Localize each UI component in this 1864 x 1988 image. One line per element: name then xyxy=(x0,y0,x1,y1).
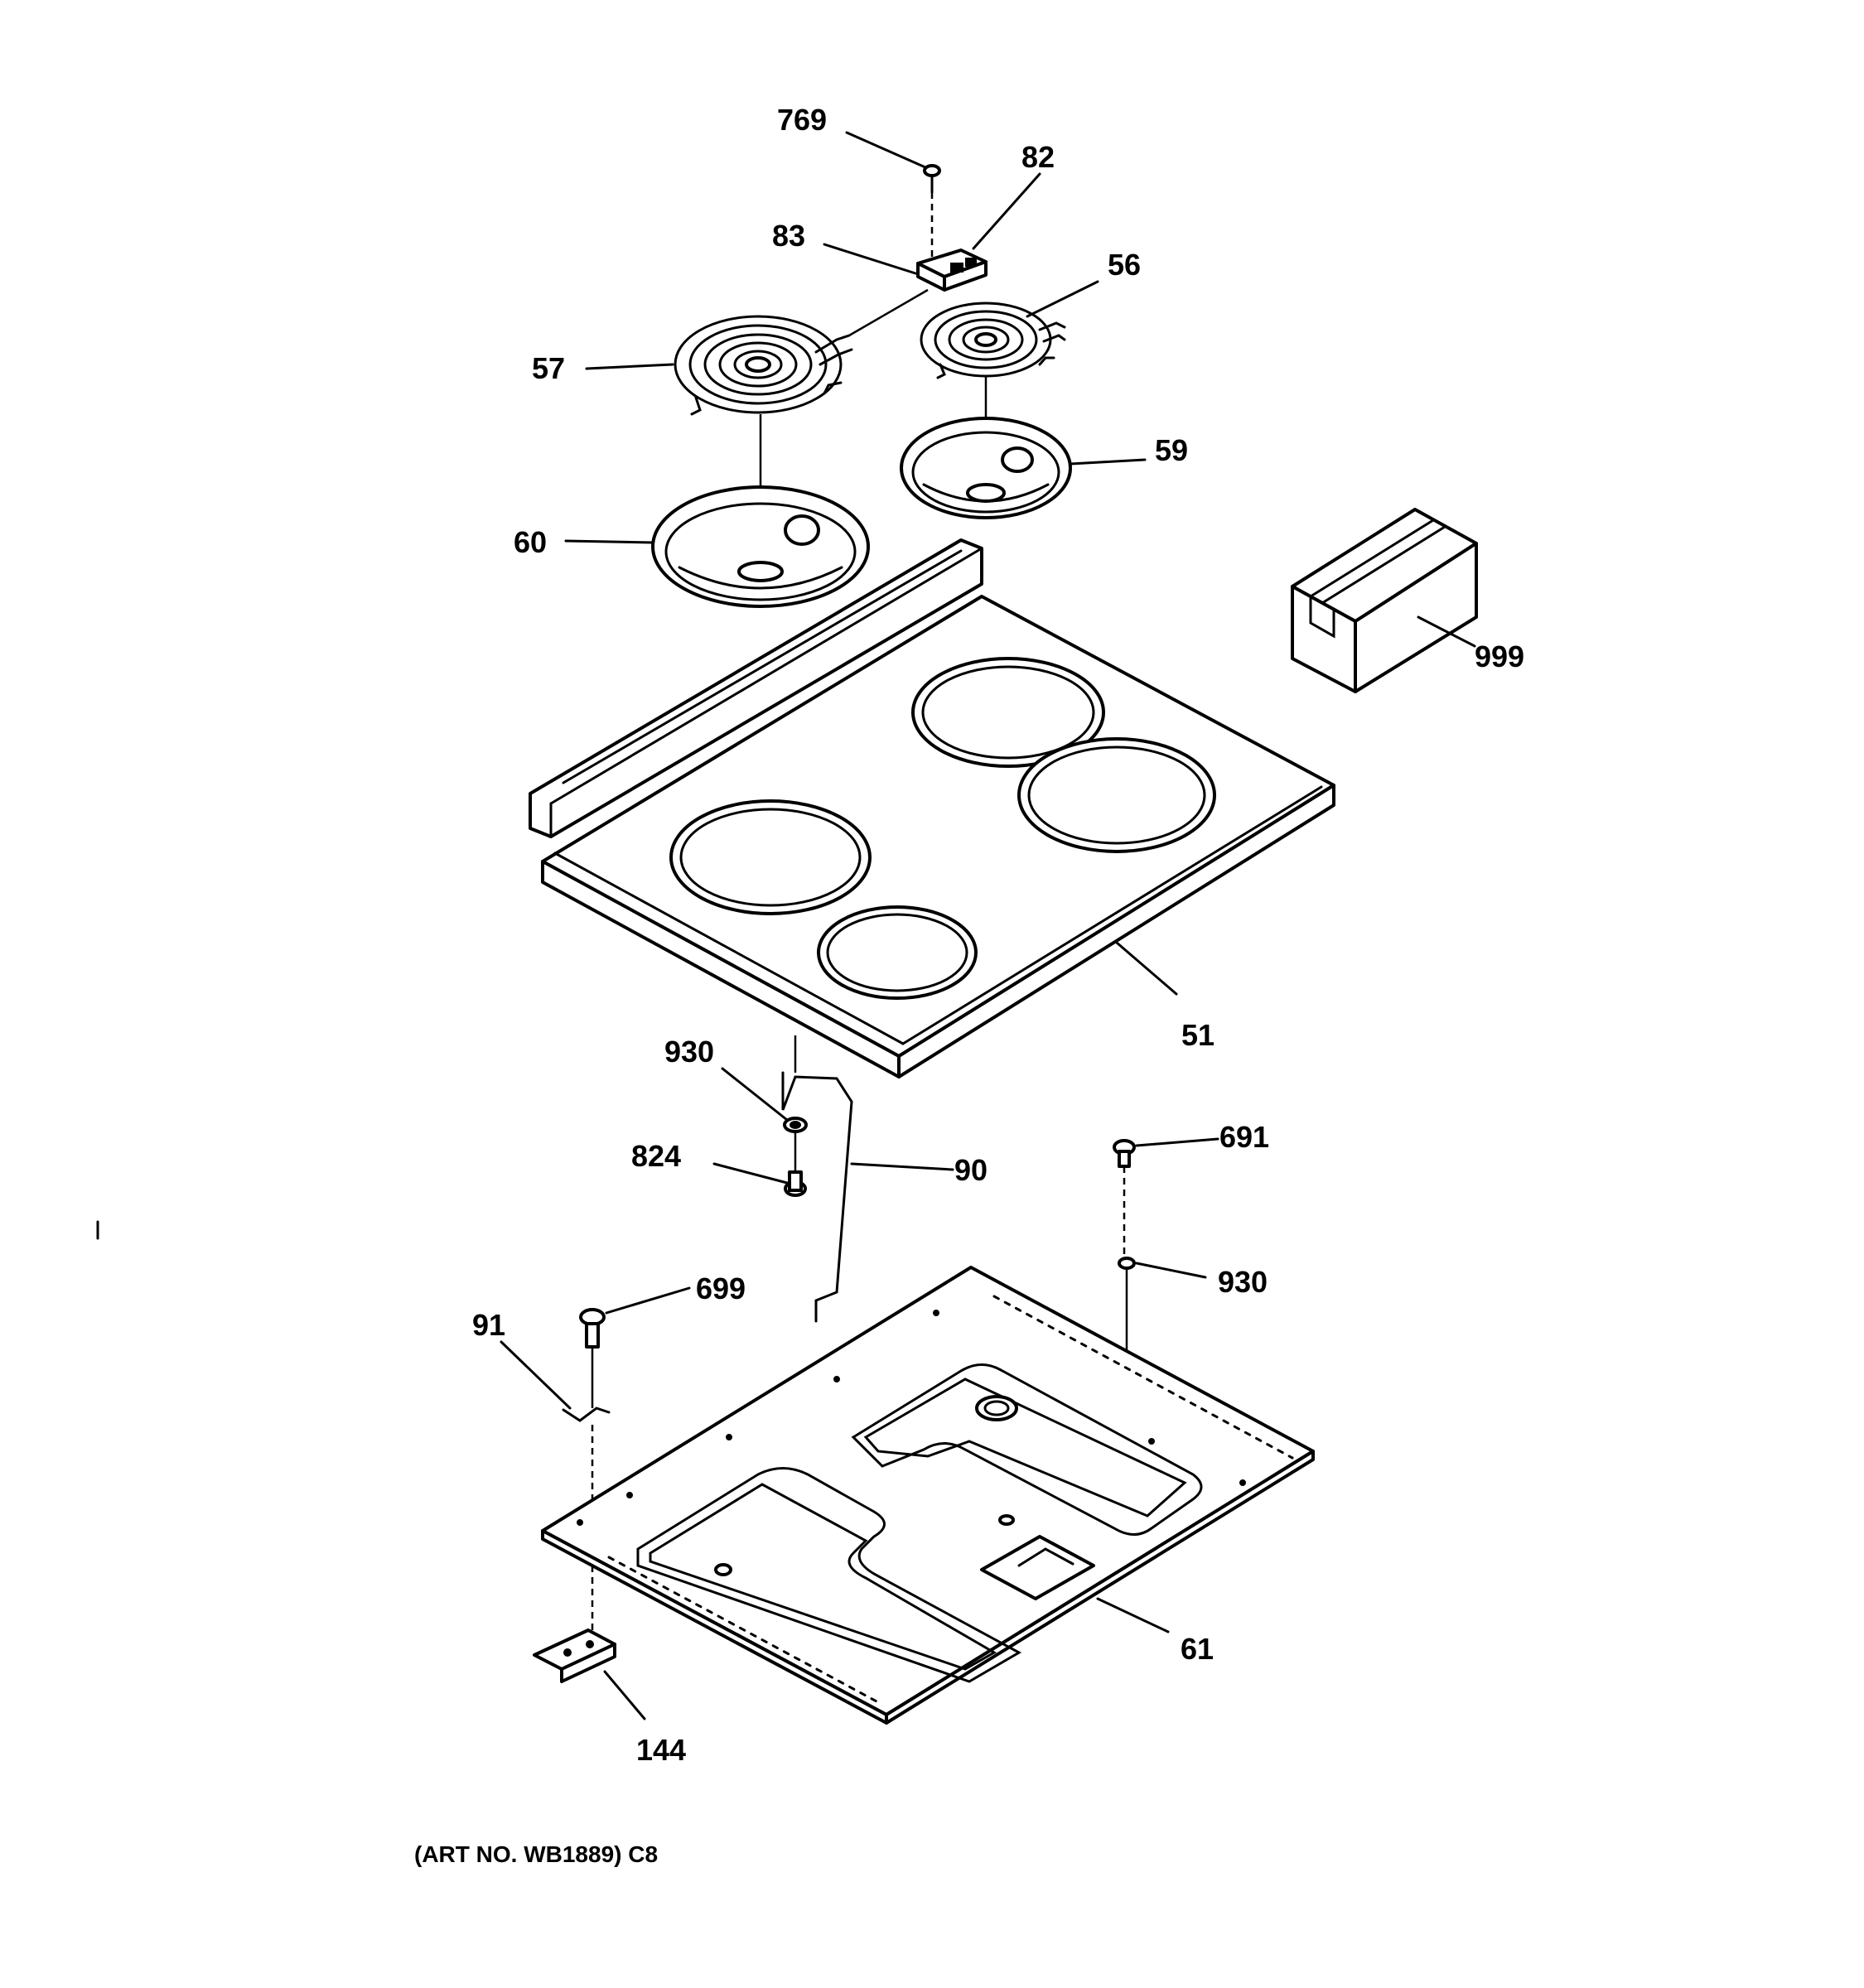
callout-699: 699 xyxy=(696,1271,746,1305)
part-60-large-drip-pan xyxy=(651,485,870,608)
part-691-screw xyxy=(1113,1139,1136,1358)
part-51-cooktop xyxy=(529,538,1335,1078)
art-number-caption: (ART NO. WB1889) C8 xyxy=(414,1841,658,1867)
callout-824: 824 xyxy=(631,1139,681,1173)
callout-59: 59 xyxy=(1155,433,1188,467)
callout-82: 82 xyxy=(1021,140,1055,174)
vent-slots-front xyxy=(607,1556,880,1704)
part-699-screw xyxy=(579,1308,606,1408)
callout-90: 90 xyxy=(954,1153,988,1187)
leader-lines xyxy=(500,131,1476,1720)
callout-61: 61 xyxy=(1181,1632,1214,1666)
part-82-83-receptacle xyxy=(916,248,988,292)
callout-999: 999 xyxy=(1475,639,1524,673)
part-57-large-surface-element xyxy=(674,288,929,563)
part-61-bottom-pan xyxy=(541,1266,1315,1725)
callout-57: 57 xyxy=(532,351,565,385)
part-144-bracket xyxy=(533,1566,616,1683)
part-769-screw xyxy=(923,164,941,257)
callout-91: 91 xyxy=(472,1308,505,1342)
part-91-clip xyxy=(562,1407,611,1532)
part-999-box xyxy=(1291,508,1478,693)
callout-144: 144 xyxy=(636,1733,686,1767)
callout-51: 51 xyxy=(1181,1018,1214,1052)
part-56-small-surface-element xyxy=(920,302,1066,489)
callout-labels: 769 82 83 56 57 59 60 999 51 930 824 90 … xyxy=(472,103,1524,1767)
callout-60: 60 xyxy=(514,525,547,559)
part-90-rod-assembly xyxy=(781,1071,853,1323)
callout-930-upper: 930 xyxy=(664,1035,714,1069)
part-59-small-drip-pan xyxy=(900,417,1072,519)
callout-930-lower: 930 xyxy=(1218,1265,1268,1299)
callout-56: 56 xyxy=(1108,248,1141,282)
callout-691: 691 xyxy=(1219,1120,1269,1154)
callout-83: 83 xyxy=(772,219,805,253)
callout-769: 769 xyxy=(777,103,827,137)
part-824-screw xyxy=(784,1170,807,1197)
